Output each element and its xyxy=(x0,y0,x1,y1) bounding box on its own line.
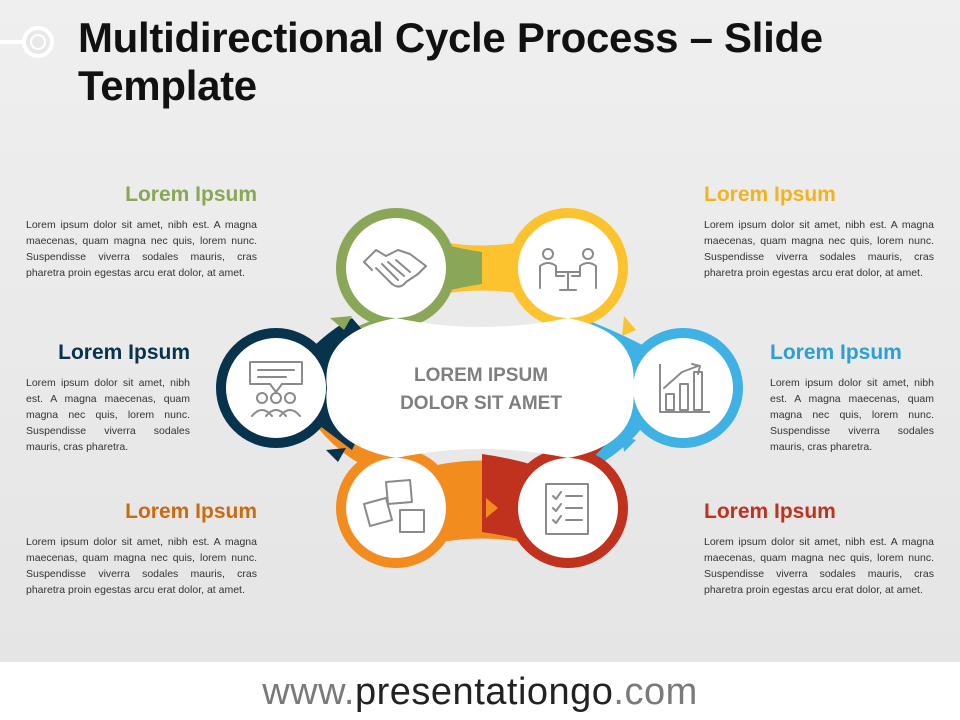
center-label-line2: DOLOR SIT AMET xyxy=(400,393,562,414)
text-block-top-left: Lorem Ipsum Lorem ipsum dolor sit amet, … xyxy=(26,183,257,281)
inner-circle-orange xyxy=(346,458,446,558)
body-mid-left: Lorem ipsum dolor sit amet, nibh est. A … xyxy=(26,377,190,453)
text-block-mid-right: Lorem Ipsum Lorem ipsum dolor sit amet, … xyxy=(770,341,934,455)
heading-mid-right: Lorem Ipsum xyxy=(770,341,902,364)
handshake-icon xyxy=(363,249,427,288)
body-top-right: Lorem ipsum dolor sit amet, nibh est. A … xyxy=(704,219,934,279)
heading-mid-left: Lorem Ipsum xyxy=(58,341,190,364)
arrow-red-right xyxy=(622,436,636,452)
sticky-notes-icon xyxy=(363,479,425,533)
checklist-icon xyxy=(545,483,589,535)
arrow-blue-right xyxy=(622,316,636,336)
arrow-yellow-to-green xyxy=(466,258,478,278)
url-prefix: www. xyxy=(262,671,355,713)
text-block-top-right: Lorem Ipsum Lorem ipsum dolor sit amet, … xyxy=(704,183,934,281)
inner-circle-yellow xyxy=(518,218,618,318)
center-label: LOREM IPSUM DOLOR SIT AMET xyxy=(350,362,612,418)
pin-decoration xyxy=(0,26,54,58)
heading-bottom-right: Lorem Ipsum xyxy=(704,500,836,523)
inner-circle-blue xyxy=(633,338,733,438)
heading-bottom-left: Lorem Ipsum xyxy=(125,500,257,523)
body-top-left: Lorem ipsum dolor sit amet, nibh est. A … xyxy=(26,219,257,279)
inner-circle-navy xyxy=(226,338,326,438)
body-bottom-left: Lorem ipsum dolor sit amet, nibh est. A … xyxy=(26,536,257,596)
center-label-line1: LOREM IPSUM xyxy=(413,365,549,386)
body-mid-right: Lorem ipsum dolor sit amet, nibh est. A … xyxy=(770,377,934,453)
url-suffix: .com xyxy=(613,671,698,713)
discussion-icon xyxy=(249,361,303,417)
bar-chart-icon xyxy=(659,363,710,413)
body-bottom-right: Lorem ipsum dolor sit amet, nibh est. A … xyxy=(704,536,934,596)
center-shape xyxy=(326,318,634,458)
arrow-green-down xyxy=(330,316,352,330)
url-domain: presentationgo xyxy=(355,671,614,713)
footer-bar xyxy=(0,662,960,720)
heading-top-left: Lorem Ipsum xyxy=(125,183,257,206)
text-block-bottom-left: Lorem Ipsum Lorem ipsum dolor sit amet, … xyxy=(26,500,257,598)
footer-url[interactable]: www.presentationgo.com xyxy=(0,670,960,714)
text-block-bottom-right: Lorem Ipsum Lorem ipsum dolor sit amet, … xyxy=(704,500,934,598)
page-title: Multidirectional Cycle Process – Slide T… xyxy=(78,14,823,109)
meeting-icon xyxy=(539,248,597,291)
heading-top-right: Lorem Ipsum xyxy=(704,183,836,206)
arrow-orange-to-red xyxy=(486,498,498,518)
arrow-navy-down xyxy=(326,448,346,462)
text-block-mid-left: Lorem Ipsum Lorem ipsum dolor sit amet, … xyxy=(26,341,190,455)
